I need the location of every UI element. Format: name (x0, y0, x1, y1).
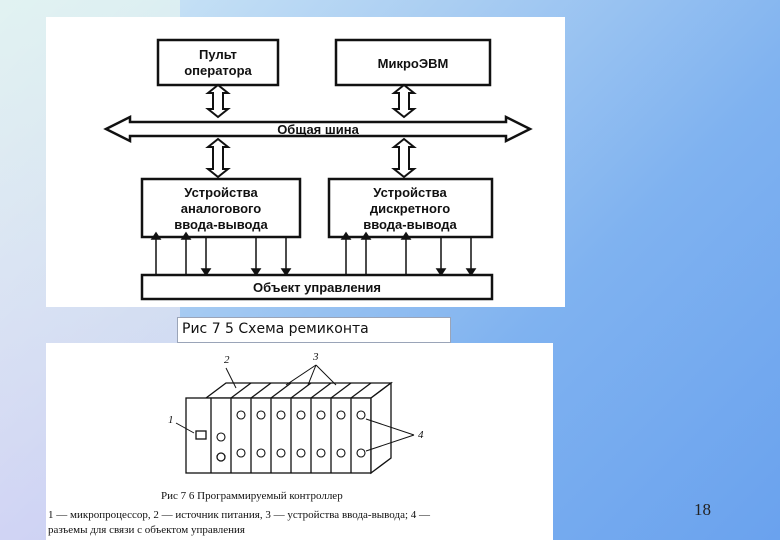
callout-2: 2 (224, 354, 230, 366)
analog-io-label-2: аналогового (181, 201, 262, 216)
control-object-block (140, 273, 494, 301)
programmable-controller-figure: 1 2 3 4 Рис 7 6 Программируемый контролл… (46, 343, 553, 540)
figure2-caption-title: Рис 7 6 Программируемый контроллер (161, 490, 343, 502)
discrete-io-label-1: Устройства (373, 185, 447, 200)
callout-leaders (175, 364, 415, 452)
controller-svg: 1 2 3 4 Рис 7 6 Программируемый контролл… (48, 351, 431, 536)
figure-caption-remikont: Рис 7 5 Схема ремиконта (177, 317, 451, 343)
callout-3: 3 (312, 351, 319, 363)
analog-io-label-3: ввода-вывода (174, 217, 268, 232)
analog-io-label-1: Устройства (184, 185, 258, 200)
analog-io-block (140, 177, 302, 239)
common-bus-arrow (103, 114, 533, 144)
controller-side (370, 381, 392, 475)
controller-front (185, 397, 372, 474)
remikont-block-diagram: Пульт оператора МикроЭВМ Общая шина Устр… (46, 17, 565, 307)
common-bus-label: Общая шина (277, 122, 359, 137)
signal-lines (150, 231, 477, 277)
discrete-io-label-2: дискретного (370, 201, 450, 216)
callout-4: 4 (418, 429, 424, 441)
discrete-io-label-3: ввода-вывода (363, 217, 457, 232)
control-object-label: Объект управления (253, 280, 381, 295)
bus-connector-arrow (205, 83, 417, 179)
callout-1: 1 (168, 414, 174, 426)
operator-console-label-1: Пульт (199, 47, 237, 62)
figure2-legend-line-2: разъемы для связи с объектом управления (48, 524, 245, 536)
operator-console-block (156, 38, 280, 87)
diagram-svg: Пульт оператора МикроЭВМ Общая шина Устр… (103, 38, 533, 301)
microcomputer-block (334, 38, 492, 87)
figure2-legend-line-1: 1 — микропроцессор, 2 — источник питания… (48, 509, 431, 521)
connector-row (216, 410, 366, 458)
slide-page-number: 18 (694, 500, 711, 519)
operator-console-label-2: оператора (184, 63, 252, 78)
microcomputer-label: МикроЭВМ (378, 56, 449, 71)
discrete-io-block (327, 177, 494, 239)
